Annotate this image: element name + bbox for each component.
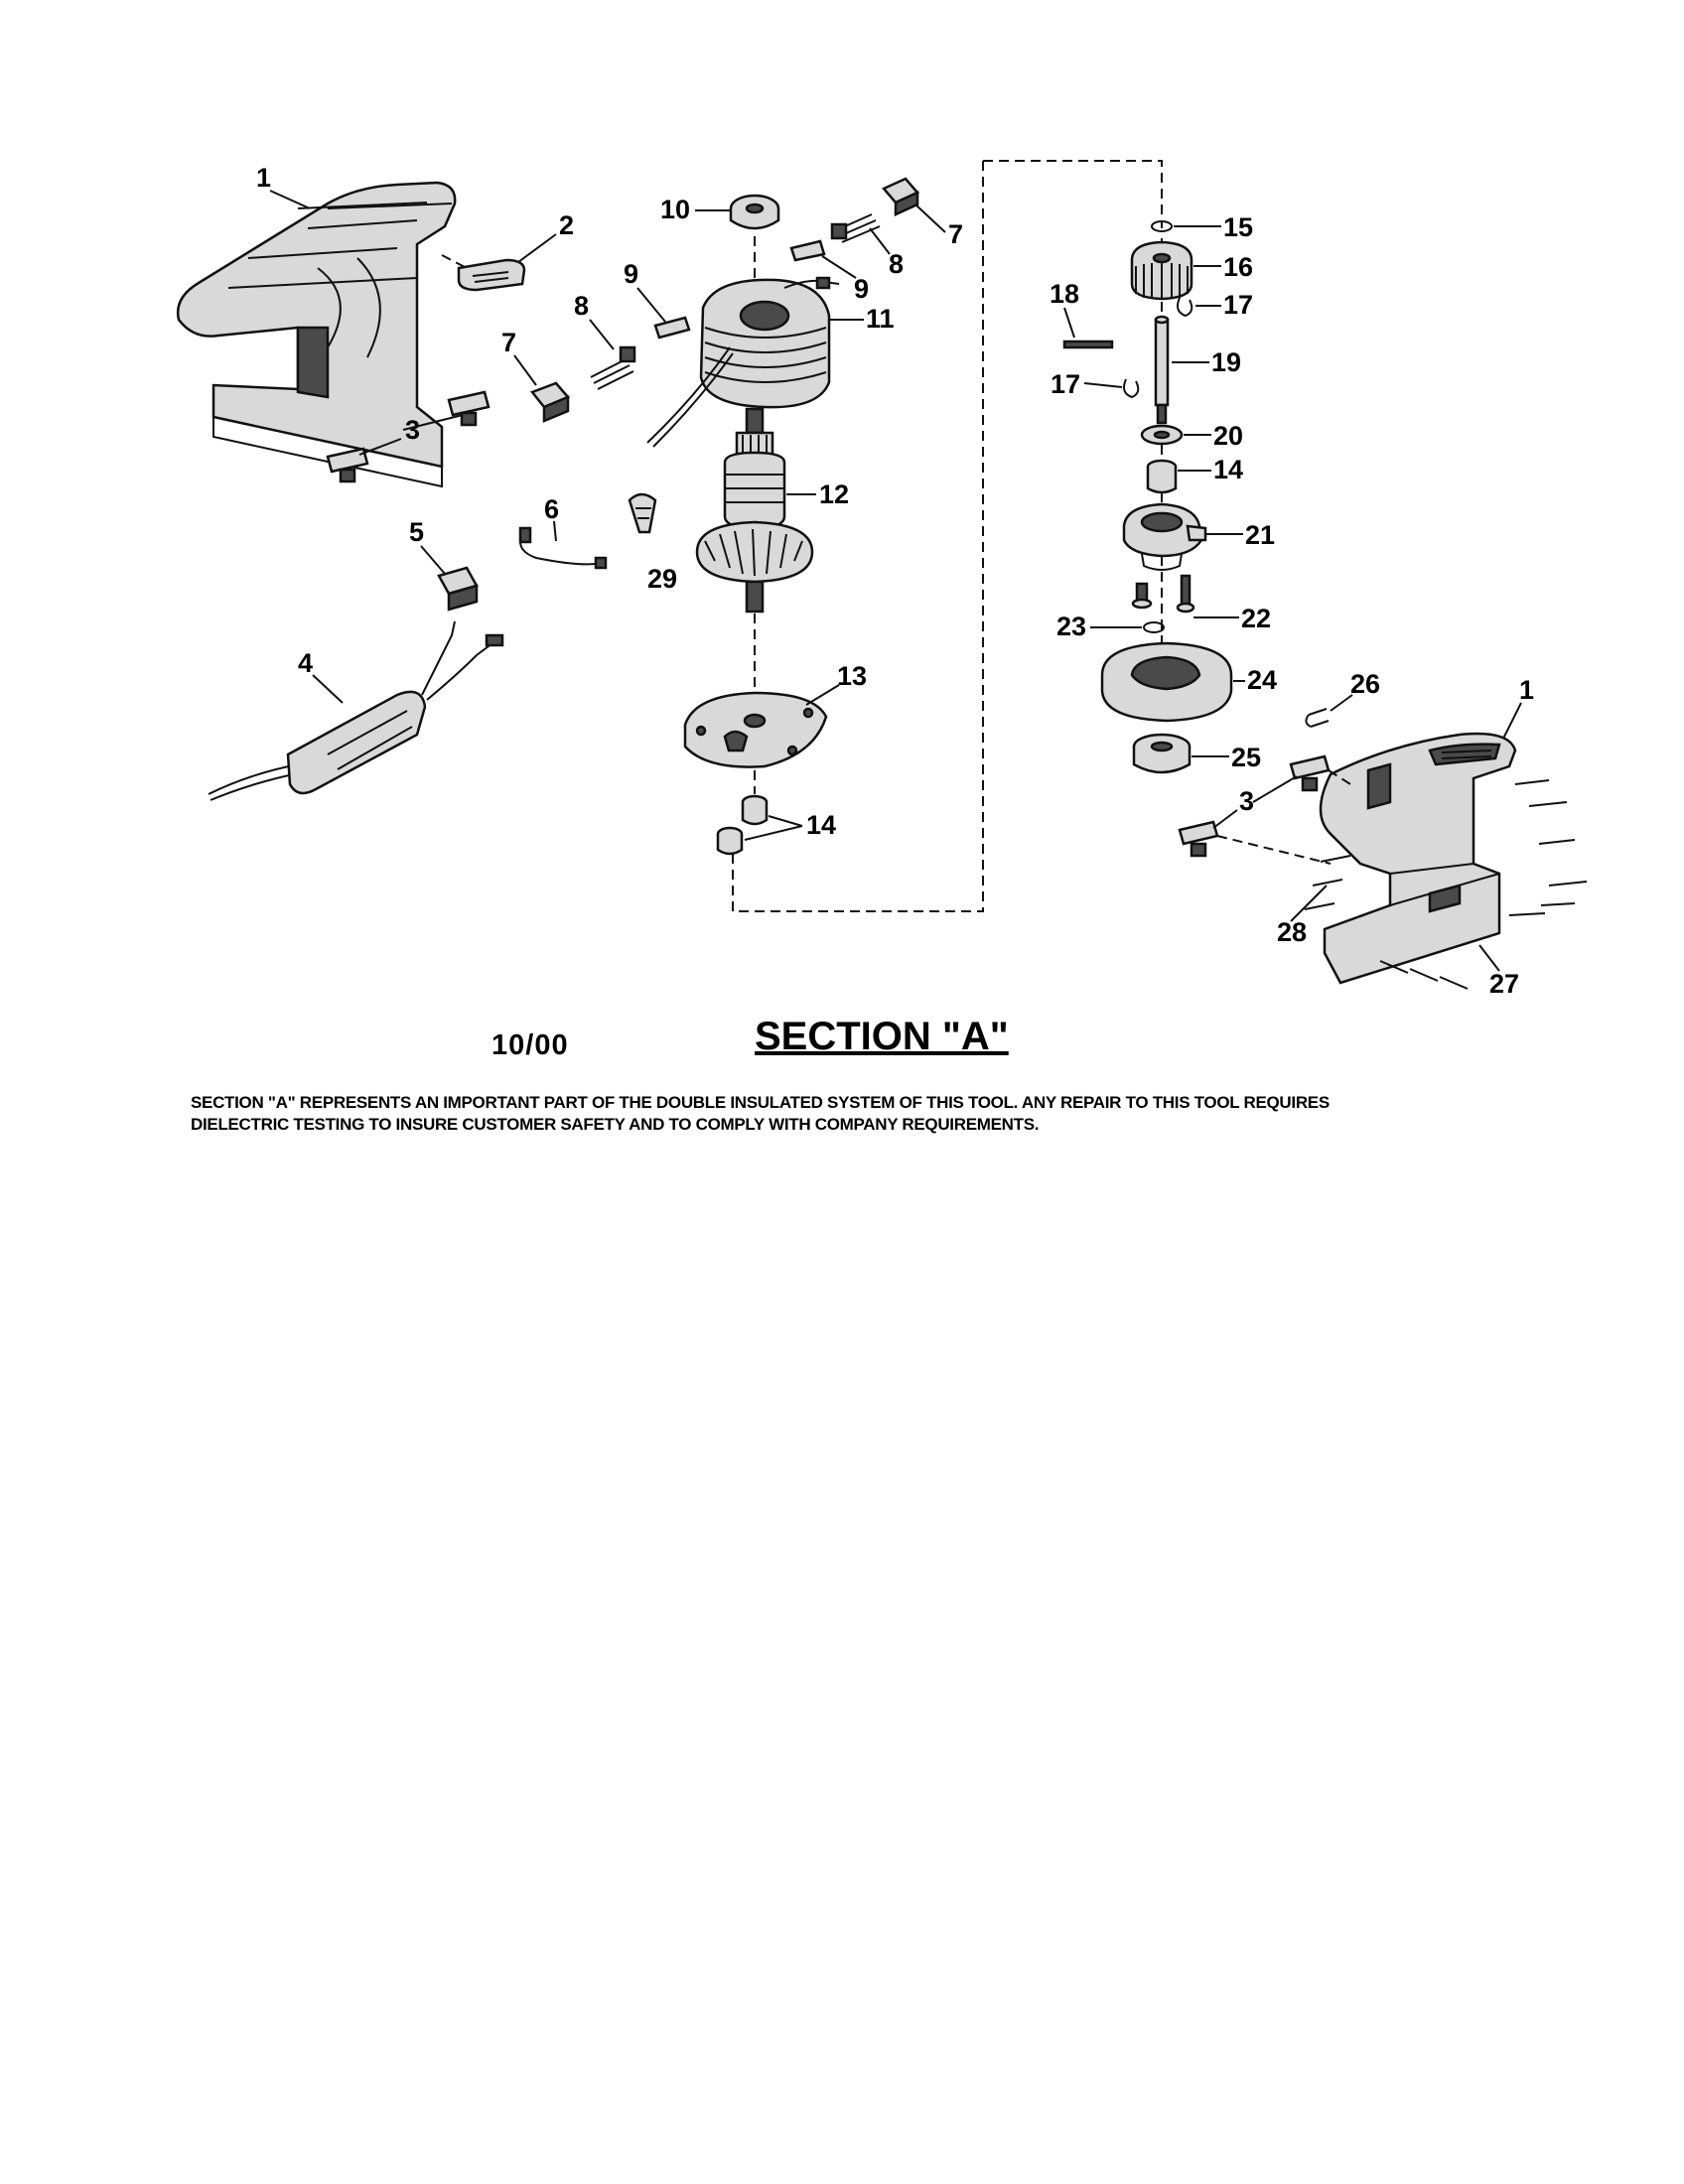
carbon-brush-right [789,239,826,262]
callout-14-lower: 14 [806,810,836,840]
notice-line-2: DIELECTRIC TESTING TO INSURE CUSTOMER SA… [191,1114,1040,1134]
callout-22: 22 [1241,604,1271,633]
carbon-brush-left [653,316,691,340]
revision-date: 10/00 [491,1029,569,1061]
shaft [1154,315,1170,425]
housing-screws [1304,779,1588,990]
callout-3-right: 3 [1239,786,1254,816]
armature [695,407,814,614]
callout-28: 28 [1277,917,1307,947]
bearing-lower [1132,733,1192,774]
callout-2: 2 [559,210,574,240]
callout-17-lower: 17 [1051,369,1080,399]
callout-26: 26 [1350,669,1380,699]
clip-upper [1177,297,1193,318]
callout-1-left: 1 [256,163,271,193]
callout-8-left: 8 [574,291,589,321]
callout-14-upper: 14 [1213,455,1243,484]
callout-18: 18 [1050,279,1079,309]
callout-23: 23 [1056,612,1086,641]
brush-spring-left [590,345,636,390]
callout-11: 11 [866,304,895,334]
callout-10: 10 [660,195,690,224]
callout-13: 13 [837,661,867,691]
retaining-ring [1151,220,1173,232]
brush-holder-left [529,381,571,423]
screw-1 [1131,582,1153,610]
brush-holder-right [881,177,920,216]
bearing-top [729,194,780,230]
callout-27: 27 [1489,969,1519,999]
callout-25: 25 [1231,743,1261,772]
counterweight [1100,641,1233,723]
pin [1062,340,1114,349]
callout-29: 29 [647,564,677,594]
rubber-foot-left-1 [447,390,491,427]
housing-left-half [176,181,457,488]
callout-16: 16 [1223,252,1253,282]
small-washer [1143,621,1165,633]
callout-12: 12 [819,479,849,509]
callout-17-upper: 17 [1223,290,1253,320]
connector-dashed-box [732,160,1163,912]
callout-4: 4 [298,648,313,678]
rubber-foot-right-1 [1289,754,1331,792]
callout-5: 5 [409,517,424,547]
baffle-plate [683,691,828,768]
sleeve-bearing-3 [1146,459,1178,494]
callout-20: 20 [1213,421,1243,451]
safety-notice: SECTION "A" REPRESENTS AN IMPORTANT PART… [191,1092,1581,1136]
screw-2 [1176,574,1195,614]
callout-1-right: 1 [1519,675,1534,705]
switch-cover [457,258,526,292]
rubber-foot-left-2 [326,447,369,483]
brush-spring-right [830,213,881,243]
washer [1140,424,1184,446]
section-title: SECTION "A" [755,1015,1009,1058]
gear [1130,240,1193,301]
small-pin [1305,708,1330,728]
power-cord [208,620,504,801]
switch [437,566,479,612]
callout-9-left: 9 [624,259,638,289]
callout-19: 19 [1211,347,1241,377]
callout-7-left: 7 [501,328,516,357]
callout-24: 24 [1247,665,1277,695]
exploded-parts-diagram: 1 2 3 4 5 6 [176,160,1588,999]
wire-nut [628,492,657,534]
callout-15: 15 [1223,212,1253,242]
sleeve-bearing-2 [716,826,744,856]
callout-6: 6 [544,494,559,524]
housing-right-half [1319,732,1517,985]
bearing-retainer [1122,502,1207,571]
clip-lower [1123,378,1140,399]
callout-7-right: 7 [948,219,963,249]
notice-line-1: SECTION "A" REPRESENTS AN IMPORTANT PART… [191,1093,1330,1112]
callout-9-right: 9 [854,274,869,304]
sleeve-bearing-1 [741,794,769,826]
field-stator [646,276,840,448]
wire-lead [518,526,608,570]
callout-3-left: 3 [405,415,420,445]
callout-21: 21 [1245,520,1275,550]
rubber-foot-right-2 [1178,820,1219,858]
callout-8-right: 8 [889,249,904,279]
